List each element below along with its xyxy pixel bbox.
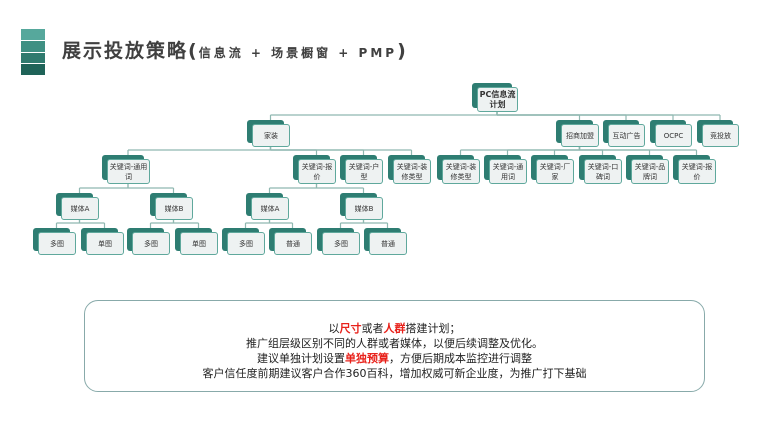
node-label: PC信息流计划 (477, 87, 518, 112)
node-label: OCPC (655, 124, 692, 147)
node-label: 关键词-报价 (298, 159, 336, 184)
tree-node-level1: 竞投放 (697, 120, 739, 147)
note-text: 以 (328, 322, 340, 335)
tree-node-level2: 关键词-报价 (293, 155, 336, 184)
node-label: 互动广告 (608, 124, 645, 147)
tree-node-level4: 多图 (33, 228, 76, 255)
tree-node-level1: 招商加盟 (556, 120, 599, 147)
tree-node-level2: 关键词-装修类型 (388, 155, 431, 184)
node-label: 关键词-品牌词 (631, 159, 669, 184)
node-label: 单图 (86, 232, 124, 255)
node-label: 多图 (38, 232, 76, 255)
tree-node-level3: 媒体B (340, 193, 383, 220)
node-label: 多图 (322, 232, 360, 255)
strategy-notes: 以尺寸或者人群搭建计划； 推广组层级区别不同的人群或者媒体，以便后续调整及优化。… (84, 300, 705, 392)
note-line-1: 以尺寸或者人群搭建计划； (85, 321, 704, 336)
tree-node-level2: 关键词-口碑词 (579, 155, 622, 184)
tree-node-level2: 关键词-通用词 (484, 155, 527, 184)
node-label: 关键词-厂家 (536, 159, 574, 184)
tree-node-level2: 关键词-品牌词 (626, 155, 669, 184)
note-line-4: 客户信任度前期建议客户合作360百科，增加权威可新企业度，为推广打下基础 (202, 367, 587, 380)
tree-node-level4: 多图 (317, 228, 360, 255)
title-paren-close: ) (397, 40, 408, 62)
tree-node-level2: 关键词-通用词 (102, 155, 150, 184)
tree-node-level4: 普通 (269, 228, 312, 255)
note-line-3: 建议单独计划设置单独预算，方便后期成本监控进行调整 (85, 351, 704, 366)
node-label: 竞投放 (702, 124, 739, 147)
tree-node-level2: 关键词-装修类型 (437, 155, 480, 184)
tree-node-level4: 单图 (81, 228, 124, 255)
node-label: 关键词-户型 (345, 159, 383, 184)
node-label: 关键词-通用词 (489, 159, 527, 184)
tree-node-level4: 普通 (364, 228, 407, 255)
tree-node-level4: 单图 (175, 228, 218, 255)
title-subtitle: 信息流 + 场景橱窗 + PMP (198, 46, 398, 60)
node-label: 媒体A (61, 197, 99, 220)
tree-node-level1: 互动广告 (603, 120, 645, 147)
tree-node-level1: 家装 (247, 120, 290, 147)
node-label: 关键词-口碑词 (584, 159, 622, 184)
tree-node-level2: 关键词-报价 (673, 155, 716, 184)
note-text: 建议单独计划设置 (257, 352, 345, 365)
node-label: 普通 (274, 232, 312, 255)
node-label: 多图 (132, 232, 170, 255)
note-highlight: 单独预算 (345, 352, 389, 365)
title-decoration-bar (21, 29, 45, 75)
node-label: 多图 (227, 232, 265, 255)
node-label: 关键词-报价 (678, 159, 716, 184)
node-label: 普通 (369, 232, 407, 255)
node-label: 关键词-通用词 (107, 159, 150, 184)
tree-node-level4: 多图 (127, 228, 170, 255)
tree-node-level2: 关键词-厂家 (531, 155, 574, 184)
title-main: 展示投放策略 (62, 40, 189, 62)
tree-root-node: PC信息流计划 (472, 83, 518, 112)
tree-node-level3: 媒体A (246, 193, 289, 220)
note-highlight: 人群 (383, 322, 406, 335)
tree-connectors (55, 112, 721, 232)
node-label: 单图 (180, 232, 218, 255)
node-label: 媒体B (345, 197, 383, 220)
tree-node-level3: 媒体B (150, 193, 193, 220)
node-label: 招商加盟 (561, 124, 599, 147)
tree-node-level4: 多图 (222, 228, 265, 255)
tree-node-level3: 媒体A (56, 193, 99, 220)
note-text: 或者 (361, 322, 384, 335)
note-highlight: 尺寸 (339, 322, 362, 335)
node-label: 关键词-装修类型 (442, 159, 480, 184)
node-label: 家装 (252, 124, 290, 147)
page-title: 展示投放策略(信息流 + 场景橱窗 + PMP) (62, 36, 408, 63)
node-label: 媒体A (251, 197, 289, 220)
tree-node-level1: OCPC (650, 120, 692, 147)
node-label: 关键词-装修类型 (393, 159, 431, 184)
note-text: 搭建计划； (405, 322, 461, 335)
node-label: 媒体B (155, 197, 193, 220)
note-line-2: 推广组层级区别不同的人群或者媒体，以便后续调整及优化。 (246, 337, 543, 350)
tree-node-level2: 关键词-户型 (340, 155, 383, 184)
note-text: ，方便后期成本监控进行调整 (389, 352, 532, 365)
title-paren-open: ( (188, 40, 199, 62)
